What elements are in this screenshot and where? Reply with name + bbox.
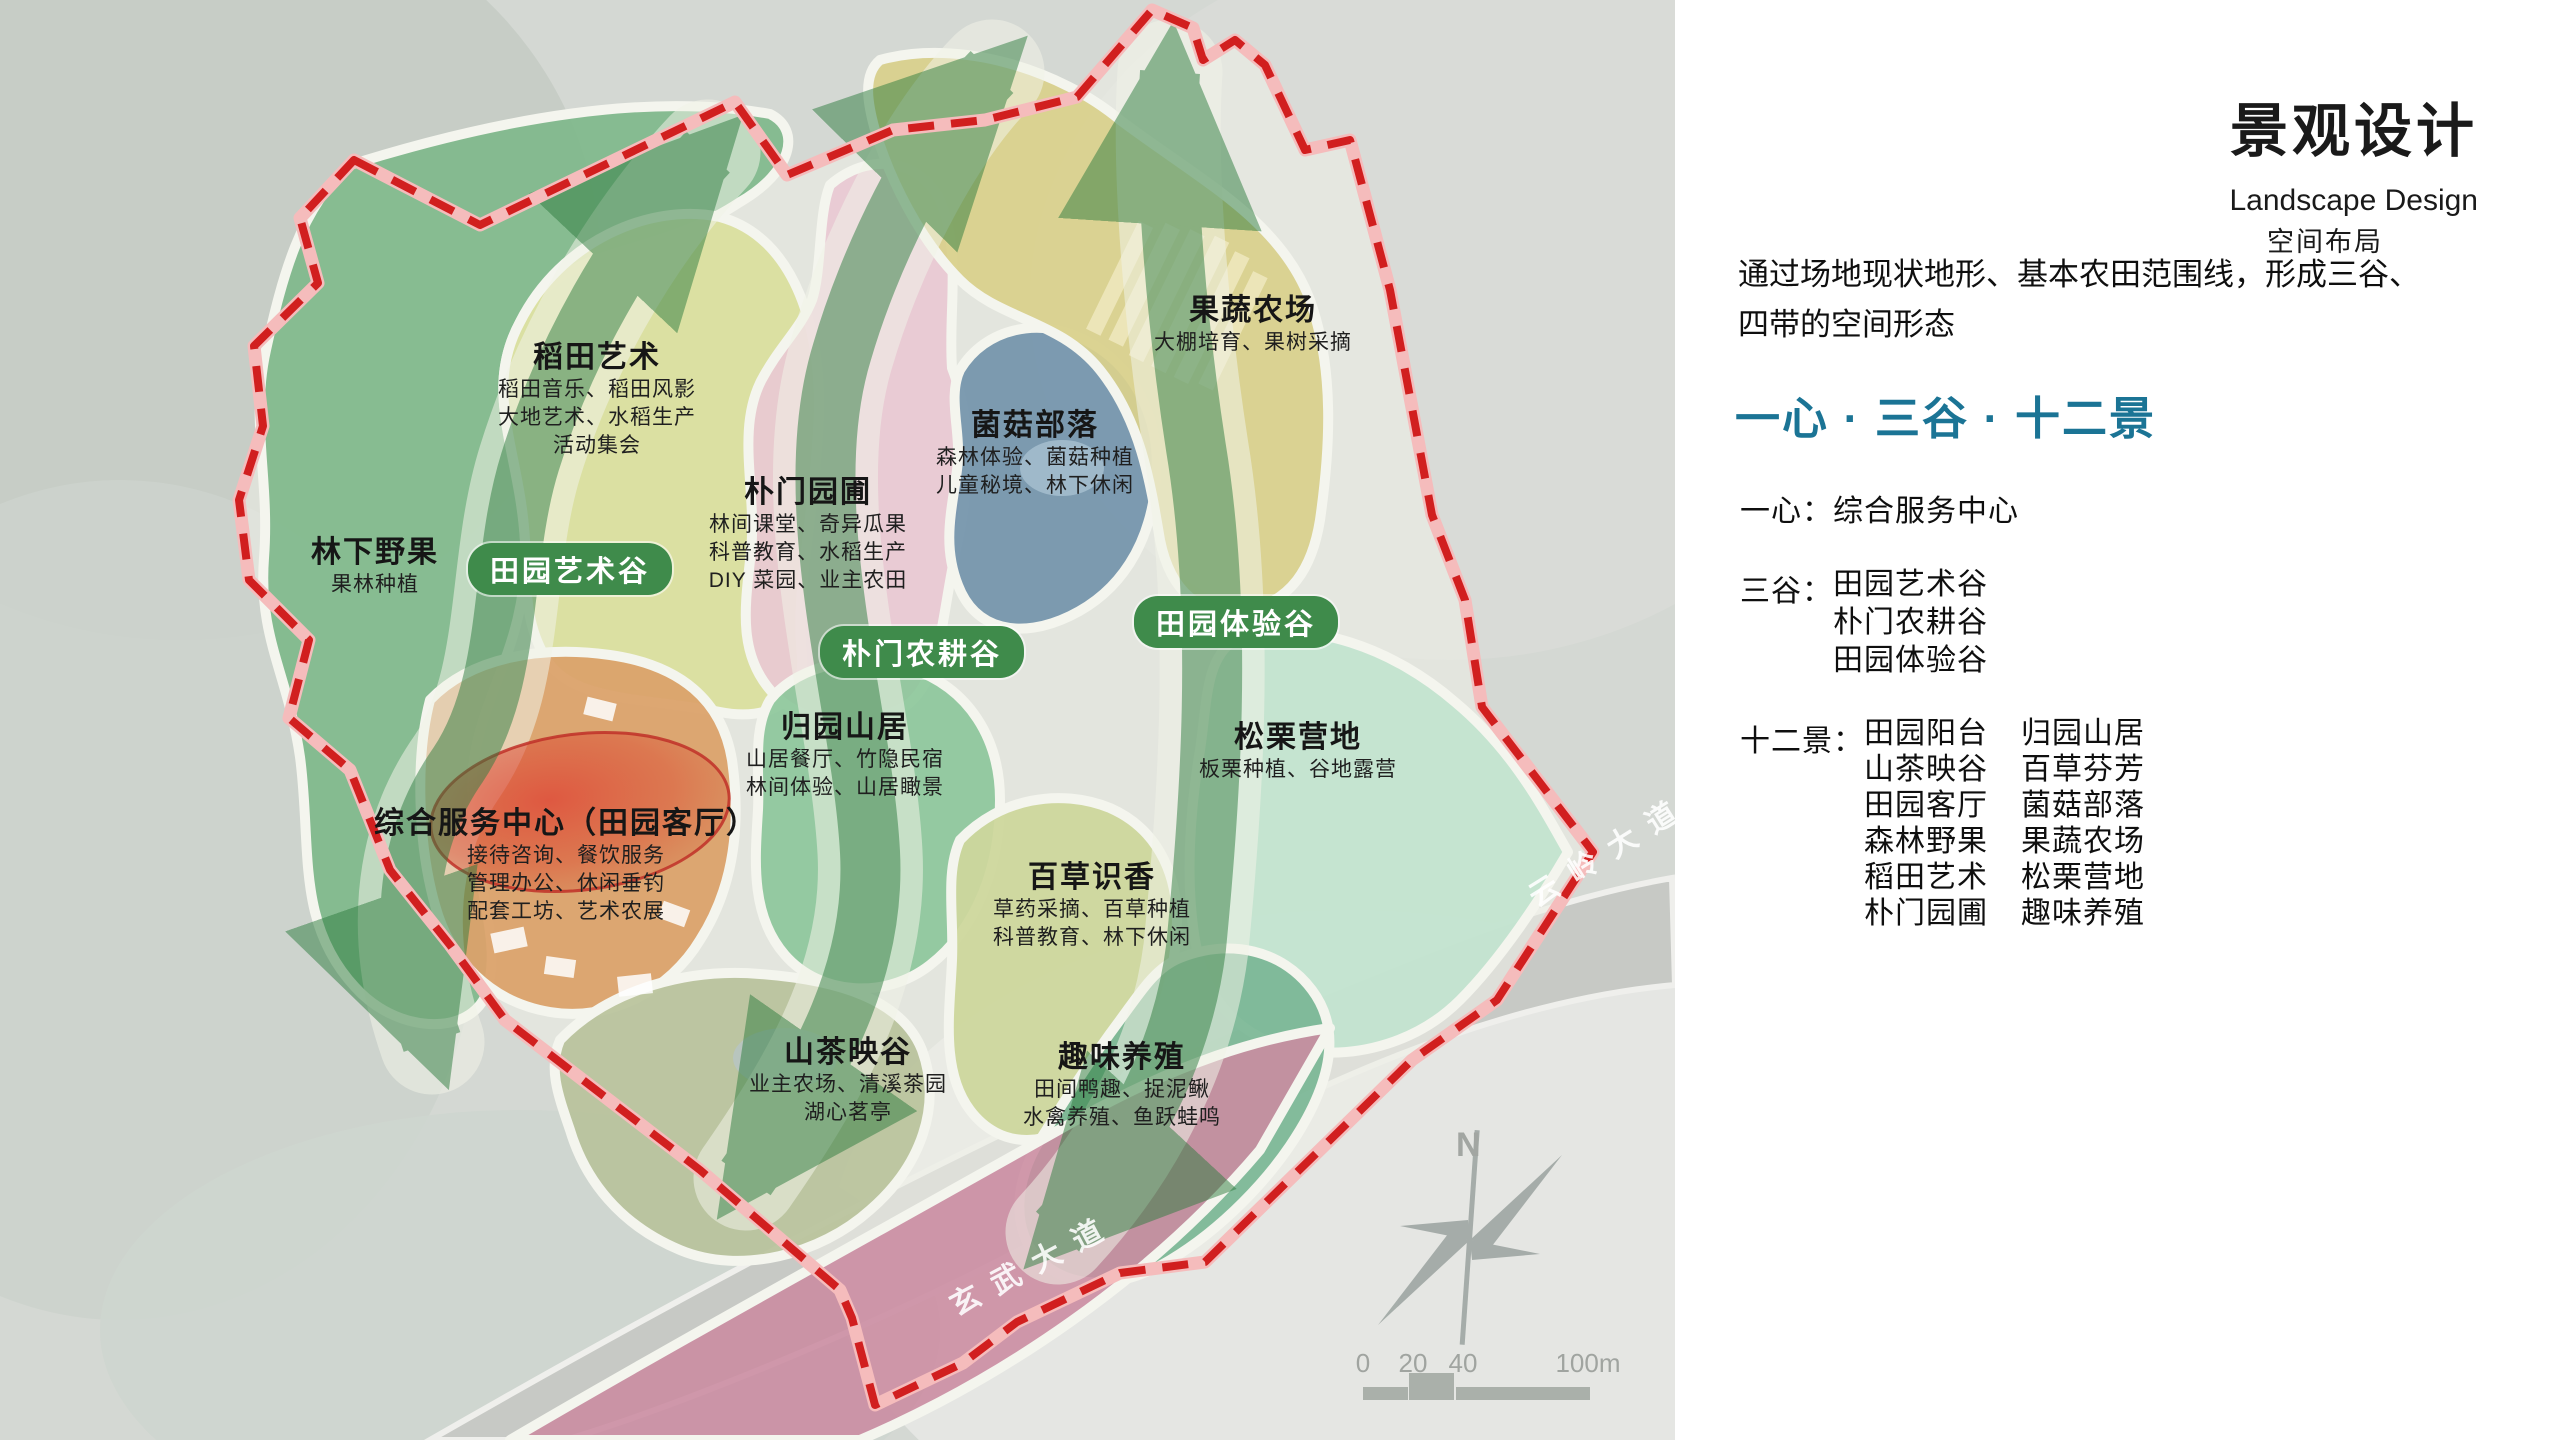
zone-label-title: 朴门园圃 <box>744 476 872 509</box>
masterplan-map: 稻田艺术稻田音乐、稻田风影大地艺术、水稻生产活动集会林下野果果林种植 朴门园圃林间… <box>0 0 1675 1440</box>
zone-label: 松栗营地板栗种植、谷地露营 <box>1199 720 1397 784</box>
zone-label: 林下野果果林种植 <box>311 535 439 599</box>
zone-label-sub: 业主农场、清溪茶园 <box>749 1073 947 1096</box>
twelve-scenes-col2: 归园山居百草芬芳菌菇部落果蔬农场松栗营地趣味养殖 <box>2021 716 2178 932</box>
zone-label-title: 菌菇部落 <box>971 409 1099 442</box>
zone-label-sub: 森林体验、菌菇种植 <box>936 446 1134 469</box>
zone-label-sub: DIY 菜园、业主农田 <box>708 569 908 592</box>
scale-bar <box>1363 1373 1590 1400</box>
twelve-scenes-item: 田园阳台 <box>1864 717 1988 750</box>
twelve-scenes-item: 归园山居 <box>2021 717 2145 750</box>
scale-tick-label: 20 <box>1398 1348 1428 1378</box>
zone-label-sub: 配套工坊、艺术农展 <box>467 900 665 923</box>
twelve-scenes-item: 朴门园圃 <box>1864 897 1988 930</box>
zone-label-sub: 田间鸭趣、捉泥鳅 <box>1034 1078 1210 1101</box>
twelve-scenes-block: 十二景： 田园阳台山茶映谷田园客厅森林野果稻田艺术朴门园圃 归园山居百草芬芳菌菇… <box>1740 716 2178 932</box>
scale-tick-label: 40 <box>1448 1348 1478 1378</box>
zone-label: 综合服务中心（田园客厅） 接待咨询、餐饮服务管理办公、休闲垂钓配套工坊、艺术农展 <box>374 806 758 926</box>
twelve-scenes-item: 趣味养殖 <box>2021 897 2145 930</box>
page-subtitle-cn: 空间布局 <box>2267 227 2383 257</box>
zone-label-sub: 林间体验、山居瞰景 <box>746 776 944 799</box>
twelve-scenes-item: 百草芬芳 <box>2021 753 2145 786</box>
zone-label-sub: 林间课堂、奇异瓜果 <box>709 513 907 536</box>
intro-line2: 四带的空间形态 <box>1738 307 1955 342</box>
zone-label: 趣味养殖田间鸭趣、捉泥鳅水禽养殖、鱼跃蛙鸣 <box>1023 1040 1221 1132</box>
zone-label-sub: 儿童秘境、林下休闲 <box>936 474 1134 497</box>
three-valleys-item: 朴门农耕谷 <box>1833 606 1988 639</box>
zone-label-sub: 山居餐厅、竹隐民宿 <box>746 748 944 771</box>
arrow-experience-valley <box>1023 21 1262 1270</box>
zone-label-sub: 果林种植 <box>331 573 419 596</box>
zone-label-sub: 湖心茗亭 <box>804 1101 892 1124</box>
zone-label: 稻田艺术稻田音乐、稻田风影大地艺术、水稻生产活动集会 <box>498 340 696 460</box>
zone-label-sub: 板栗种植、谷地露营 <box>1199 758 1397 781</box>
zone-label-sub: 管理办公、休闲垂钓 <box>467 872 665 895</box>
zone-label-title: 山茶映谷 <box>784 1036 912 1069</box>
zone-label-title: 松栗营地 <box>1234 721 1362 754</box>
page-title: 景观设计 <box>2229 99 2478 164</box>
zone-label-sub: 大棚培育、果树采摘 <box>1154 331 1352 354</box>
twelve-scenes-item: 松栗营地 <box>2021 861 2145 894</box>
zone-label-sub: 活动集会 <box>553 434 641 457</box>
twelve-scenes-item: 森林野果 <box>1864 825 1988 858</box>
twelve-scenes-item: 山茶映谷 <box>1864 753 1988 786</box>
valley-badge: 朴门农耕谷 <box>819 626 1025 678</box>
one-center-line: 一心：综合服务中心 <box>1740 495 2019 528</box>
twelve-scenes-item: 稻田艺术 <box>1864 861 1988 894</box>
zone-label: 百草识香草药采摘、百草种植科普教育、林下休闲 <box>993 860 1191 952</box>
zone-label-title: 果蔬农场 <box>1189 294 1317 327</box>
page-subtitle-en: Landscape Design <box>2229 184 2478 217</box>
twelve-scenes-label: 十二景： <box>1740 725 1864 758</box>
zone-label-sub: 稻田音乐、稻田风影 <box>498 378 696 401</box>
three-valleys-block: 三谷： 田园艺术谷朴门农耕谷田园体验谷 <box>1740 566 1988 680</box>
zone-label: 归园山居山居餐厅、竹隐民宿林间体验、山居瞰景 <box>746 710 944 802</box>
twelve-scenes-item: 菌菇部落 <box>2021 789 2145 822</box>
twelve-scenes-item: 田园客厅 <box>1864 789 1988 822</box>
zone-label-sub: 草药采摘、百草种植 <box>993 898 1191 921</box>
zone-label-title: 百草识香 <box>1028 861 1156 894</box>
intro-paragraph: 通过场地现状地形、基本农田范围线，形成三谷、 四带的空间形态 <box>1738 250 2528 350</box>
zone-label: 果蔬农场大棚培育、果树采摘 <box>1154 293 1352 357</box>
twelve-scenes-item: 果蔬农场 <box>2021 825 2145 858</box>
three-valleys-item: 田园艺术谷 <box>1833 568 1988 601</box>
scale-tick-label: 0 <box>1355 1348 1371 1378</box>
concept-heading: 一心 · 三谷 · 十二景 <box>1735 393 2156 444</box>
zone-label-sub: 科普教育、水稻生产 <box>709 541 907 564</box>
valley-badge: 田园体验谷 <box>1133 596 1339 648</box>
zone-label: 山茶映谷业主农场、清溪茶园湖心茗亭 <box>749 1035 947 1127</box>
zone-label-title: 综合服务中心（田园客厅） <box>374 807 758 840</box>
intro-line1: 通过场地现状地形、基本农田范围线，形成三谷、 <box>1738 257 2420 292</box>
zone-label-sub: 大地艺术、水稻生产 <box>498 406 696 429</box>
info-panel: 景观设计 Landscape Design 空间布局 通过场地现状地形、基本农田… <box>1675 0 2560 1440</box>
compass-north-label: N <box>1456 1126 1481 1164</box>
twelve-scenes-col1: 田园阳台山茶映谷田园客厅森林野果稻田艺术朴门园圃 <box>1864 716 2021 932</box>
zone-label-sub: 科普教育、林下休闲 <box>993 926 1191 949</box>
three-valleys-item: 田园体验谷 <box>1833 644 1988 677</box>
zone-label: 朴门园圃林间课堂、奇异瓜果科普教育、水稻生产 DIY 菜园、业主农田 <box>709 475 907 595</box>
scale-tick-label: 100m <box>1555 1348 1621 1378</box>
zone-label-title: 归园山居 <box>781 711 909 744</box>
zone-label-title: 趣味养殖 <box>1058 1041 1186 1074</box>
valley-badge: 田园艺术谷 <box>467 543 673 595</box>
zone-label-title: 稻田艺术 <box>533 341 661 374</box>
masterplan-svg <box>0 0 1675 1440</box>
zone-label-sub: 水禽养殖、鱼跃蛙鸣 <box>1023 1106 1221 1129</box>
three-valleys-label: 三谷： <box>1740 575 1833 608</box>
zone-label: 菌菇部落森林体验、菌菇种植儿童秘境、林下休闲 <box>936 408 1134 500</box>
zone-label-title: 林下野果 <box>311 536 439 569</box>
site-boundary <box>232 3 1600 1412</box>
three-valleys-list: 田园艺术谷朴门农耕谷田园体验谷 <box>1833 566 1988 680</box>
zone-label-sub: 接待咨询、餐饮服务 <box>467 844 665 867</box>
compass-rose <box>1378 1130 1562 1345</box>
